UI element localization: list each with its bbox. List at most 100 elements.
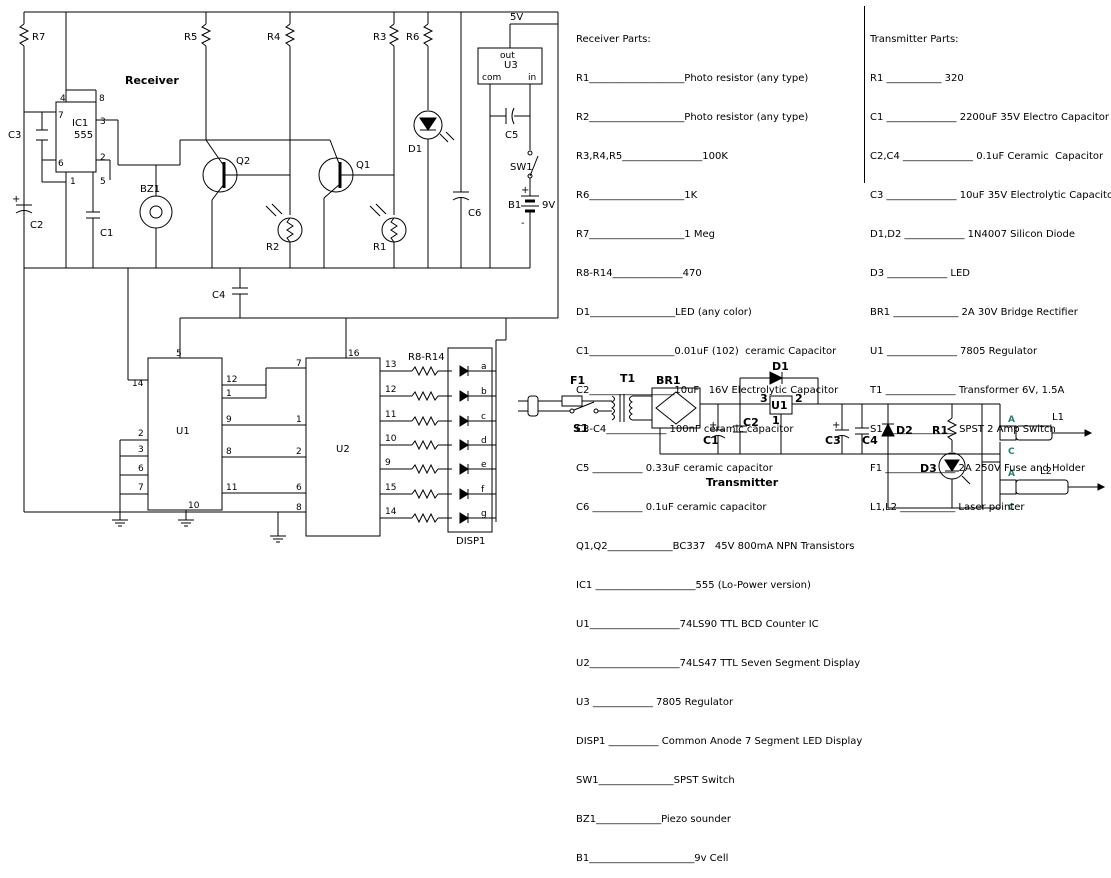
parts-item: D1_________________LED (any color) — [576, 307, 752, 318]
u2-pin10: 10 — [385, 434, 397, 444]
d1-label: D1 — [408, 144, 422, 155]
ground-symbols — [112, 519, 286, 543]
u2-pin11: 11 — [385, 410, 396, 420]
transmitter-parts-list: Transmitter Parts: R1 ___________ 320 C1… — [870, 7, 1111, 527]
r7-label: R7 — [32, 32, 45, 43]
parts-item: IC1 ____________________555 (Lo-Power ve… — [576, 580, 811, 591]
ic1-pin4: 4 — [60, 94, 66, 104]
parts-item: D1,D2 ____________ 1N4007 Silicon Diode — [870, 229, 1076, 240]
u2-pin15: 15 — [385, 483, 396, 493]
parts-item: R3,R4,R5________________100K — [576, 151, 728, 162]
tc2-label: C2 — [743, 416, 759, 429]
parts-item: U3 ____________ 7805 Regulator — [576, 697, 734, 708]
u3-out: out — [500, 51, 515, 61]
parts-item: L1,L2 ___________ Laser pointer — [870, 502, 1025, 513]
parts-item: BZ1_____________Piezo sounder — [576, 814, 731, 825]
tc3-label: C3 — [825, 434, 841, 447]
u2-pin1: 1 — [296, 415, 302, 425]
c3-label: C3 — [8, 130, 21, 141]
u2-pin7: 7 — [296, 359, 302, 369]
transmitter-parts-heading: Transmitter Parts: — [870, 34, 959, 45]
disp1-label: DISP1 — [456, 536, 485, 547]
parts-item: U2__________________74LS47 TTL Seven Seg… — [576, 658, 861, 669]
receiver-parts-heading: Receiver Parts: — [576, 34, 651, 45]
q2-label: Q2 — [236, 156, 250, 167]
u2-pin9: 9 — [385, 458, 391, 468]
l2-laser — [999, 479, 1106, 495]
seg-g-label: g — [481, 509, 487, 519]
transmitter-title: Transmitter — [706, 476, 779, 489]
parts-item: B1_____________________9v Cell — [576, 853, 729, 864]
s1-label: S1 — [573, 422, 589, 435]
tc1-label: C1 — [703, 434, 719, 447]
u1-pin3: 3 — [138, 445, 144, 455]
c6-label: C6 — [468, 208, 481, 219]
u1-pin10: 10 — [188, 501, 200, 511]
u1-pin8: 8 — [226, 447, 232, 457]
c5-label: C5 — [505, 130, 518, 141]
td1-label: D1 — [772, 360, 789, 373]
parts-item: R8-R14______________470 — [576, 268, 702, 279]
u3-com: com — [482, 73, 501, 83]
tu1-pin1: 1 — [772, 414, 780, 427]
c4-label: C4 — [212, 290, 225, 301]
parts-item: R2___________________Photo resistor (any… — [576, 112, 809, 123]
tl1-anode: A — [1008, 415, 1015, 425]
c2-plus: + — [12, 194, 20, 205]
b1-minus: - — [521, 218, 525, 229]
u2-pin12: 12 — [385, 385, 396, 395]
parts-item: R7___________________1 Meg — [576, 229, 715, 240]
ic1-type: 555 — [74, 130, 93, 141]
u1-pin5: 5 — [176, 349, 182, 359]
seg-d-label: d — [481, 436, 487, 446]
r7-resistor — [18, 12, 30, 268]
tl1-label: L1 — [1052, 412, 1064, 423]
tl2-label: L2 — [1040, 466, 1052, 477]
u2-pin14: 14 — [385, 507, 397, 517]
parts-item: C3-C4____________ 100nF ceramic capacito… — [576, 424, 794, 435]
receiver-circuit: R7 IC1 555 4 8 7 3 6 2 1 5 C3 — [8, 11, 559, 547]
ic1-pin5: 5 — [100, 177, 106, 187]
parts-item: C6 __________ 0.1uF ceramic capacitor — [576, 502, 767, 513]
tc3-plus: + — [832, 420, 840, 431]
parts-item: C2,C4 ______________ 0.1uF Ceramic Capac… — [870, 151, 1104, 162]
display-segments — [459, 365, 496, 524]
parts-item: C5 __________ 0.33uF ceramic capacitor — [576, 463, 773, 474]
tc4-label: C4 — [862, 434, 878, 447]
u1-body — [147, 357, 223, 511]
mains-plug — [527, 395, 539, 417]
f1-label: F1 — [570, 374, 585, 387]
r3-label: R3 — [373, 32, 386, 43]
parts-item: U1__________________74LS90 TTL BCD Count… — [576, 619, 819, 630]
seg-a-label: a — [481, 362, 487, 372]
u2-pin8: 8 — [296, 503, 302, 513]
seg-b-label: b — [481, 387, 487, 397]
q1-label: Q1 — [356, 160, 370, 171]
ic1-pin1: 1 — [70, 177, 76, 187]
tu1-pin2: 2 — [795, 392, 803, 405]
u1-pin6: 6 — [138, 464, 144, 474]
r1-label: R1 — [373, 242, 386, 253]
c2-label: C2 — [30, 220, 43, 231]
td2-label: D2 — [896, 424, 913, 437]
tu1-pin3: 3 — [760, 392, 768, 405]
parts-item: S1 ______________ SPST 2 Amp Switch — [870, 424, 1056, 435]
tl2-cathode: C — [1008, 503, 1015, 513]
parts-item: T1 ______________ Transformer 6V, 1.5A — [870, 385, 1065, 396]
u2-pin2: 2 — [296, 447, 302, 457]
u1-pin12: 12 — [226, 375, 237, 385]
tr1-label: R1 — [932, 424, 948, 437]
u1-label: U1 — [176, 426, 190, 437]
schematic: R7 IC1 555 4 8 7 3 6 2 1 5 C3 — [8, 11, 1106, 547]
parts-item: SW1_______________SPST Switch — [576, 775, 735, 786]
r6-label: R6 — [406, 32, 419, 43]
bz1-label: BZ1 — [140, 184, 160, 195]
seg-e-label: e — [481, 460, 487, 470]
sw1-label: SW1 — [510, 162, 533, 173]
u1-pin14: 14 — [132, 379, 144, 389]
receiver-title: Receiver — [125, 74, 179, 87]
u2-pin16: 16 — [348, 349, 360, 359]
parts-divider — [864, 6, 865, 183]
c1-label: C1 — [100, 228, 113, 239]
u2-pin6: 6 — [296, 483, 302, 493]
